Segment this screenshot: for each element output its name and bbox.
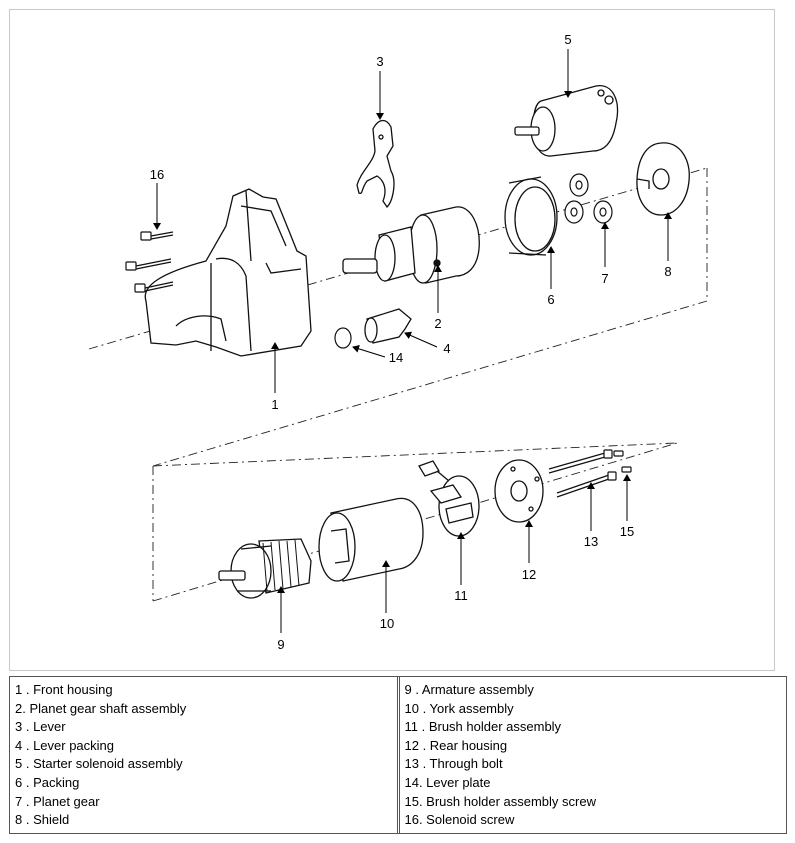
callout-8: 8 bbox=[664, 264, 671, 279]
planet-gears-part bbox=[564, 173, 613, 224]
callout-11: 11 bbox=[454, 588, 468, 603]
starter-exploded-view: 1 2 3 4 5 6 7 8 9 10 11 12 13 15 14 16 bbox=[88, 32, 708, 652]
legend-item: 8 . Shield bbox=[15, 812, 70, 828]
legend-item: 11 . Brush holder assembly bbox=[404, 719, 562, 735]
legend-item: 6 . Packing bbox=[15, 774, 80, 790]
legend-item: 12 . Rear housing bbox=[404, 737, 508, 753]
callout-2: 2 bbox=[434, 316, 441, 331]
legend-item: 5 . Starter solenoid assembly bbox=[15, 756, 183, 772]
legend-item: 7 . Planet gear bbox=[15, 793, 100, 809]
through-bolts-part bbox=[548, 449, 617, 498]
solenoid-screws-part bbox=[125, 231, 174, 293]
planet-gear-shaft-part bbox=[342, 206, 480, 284]
legend-item: 9 . Armature assembly bbox=[404, 682, 534, 697]
exploded-diagram: 1 2 3 4 5 6 7 8 9 10 11 12 13 15 14 16 bbox=[9, 9, 775, 671]
york-part bbox=[318, 497, 424, 582]
callout-6: 6 bbox=[547, 292, 554, 307]
legend-item: 3 . Lever bbox=[15, 719, 66, 735]
shield-part bbox=[636, 142, 690, 216]
callout-7: 7 bbox=[601, 271, 608, 286]
callout-12: 12 bbox=[522, 567, 536, 582]
brush-holder-part bbox=[418, 460, 480, 537]
callout-labels: 1 2 3 4 5 6 7 8 9 10 11 12 13 15 14 16 bbox=[150, 32, 672, 652]
legend-item: 10 . York assembly bbox=[404, 700, 514, 716]
legend-item: 13 . Through bolt bbox=[404, 756, 503, 772]
legend-item: 15. Brush holder assembly screw bbox=[404, 793, 596, 809]
lever-part bbox=[356, 119, 395, 209]
callout-14: 14 bbox=[389, 350, 403, 365]
brush-holder-screws-part bbox=[613, 450, 632, 473]
legend-item: 2. Planet gear shaft assembly bbox=[15, 700, 187, 716]
legend-column-right: 9 . Armature assembly 10 . York assembly… bbox=[396, 677, 787, 833]
lever-plate-part bbox=[334, 327, 352, 349]
callout-3: 3 bbox=[376, 54, 383, 69]
leader-arrows bbox=[153, 49, 672, 633]
callout-1: 1 bbox=[271, 397, 278, 412]
legend-item: 1 . Front housing bbox=[15, 682, 113, 697]
callout-16: 16 bbox=[150, 167, 164, 182]
callout-13: 13 bbox=[584, 534, 598, 549]
rear-housing-part bbox=[494, 459, 544, 523]
starter-solenoid-part bbox=[514, 85, 619, 157]
callout-10: 10 bbox=[380, 616, 394, 631]
armature-part bbox=[218, 538, 312, 599]
front-housing-part bbox=[144, 188, 312, 357]
callout-14-15: 15 bbox=[620, 524, 634, 539]
legend-item: 4 . Lever packing bbox=[15, 737, 115, 753]
callout-5: 5 bbox=[564, 32, 571, 47]
legend-item: 16. Solenoid screw bbox=[404, 812, 515, 828]
lever-packing-part bbox=[364, 308, 412, 344]
parts-legend-table: 1 . Front housing 2. Planet gear shaft a… bbox=[9, 676, 787, 834]
legend-item: 14. Lever plate bbox=[404, 774, 491, 790]
packing-part bbox=[504, 176, 558, 256]
legend-column-left: 1 . Front housing 2. Planet gear shaft a… bbox=[10, 677, 397, 833]
callout-4: 4 bbox=[443, 341, 450, 356]
callout-9: 9 bbox=[277, 637, 284, 652]
